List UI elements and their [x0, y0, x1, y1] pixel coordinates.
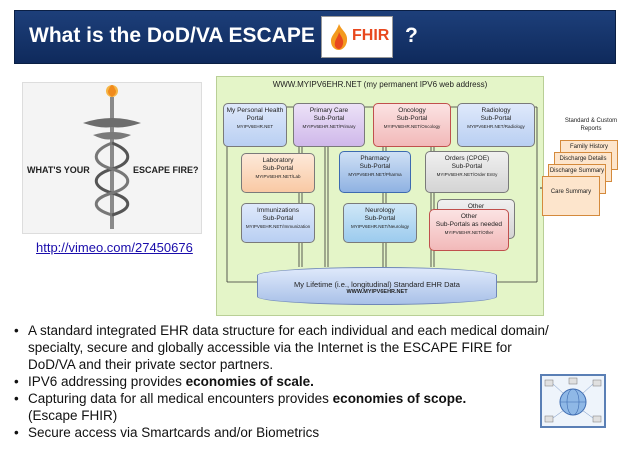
portal-sub: Sub-Portal — [262, 165, 294, 173]
portal-url: MYIPV6EHR.NET/Other — [444, 230, 494, 236]
portal-title: Pharmacy — [360, 155, 390, 162]
portal-sub: Sub-Portal — [364, 215, 396, 223]
bullet-item: IPV6 addressing provides economies of sc… — [12, 373, 552, 390]
bullet-text: IPV6 addressing provides — [28, 374, 186, 389]
ehr-data-store: My Lifetime (i.e., longitudinal) Standar… — [257, 267, 497, 305]
portal-title: Orders (CPOE) — [444, 155, 490, 162]
vimeo-link[interactable]: http://vimeo.com/27450676 — [36, 240, 193, 255]
other-subportals: Other Sub-Portals as needed MYIPV6EHR.NE… — [429, 209, 509, 251]
bullet-text: Secure access via Smartcards and/or Biom… — [28, 425, 320, 440]
fhir-logo: FHIR — [321, 16, 393, 58]
bullet-item: Capturing data for all medical encounter… — [12, 390, 552, 424]
portal-sub: Sub-Portal — [262, 215, 294, 223]
title-question-mark: ? — [405, 24, 418, 47]
report-label: Family History — [569, 144, 608, 150]
portal-title: Immunizations — [257, 207, 299, 214]
flame-icon — [331, 24, 348, 50]
architecture-diagram: WWW.MYIPV6EHR.NET (my permanent IPV6 web… — [216, 76, 544, 316]
back-box-label: Other — [467, 203, 485, 210]
portal-title: Primary Care — [309, 107, 349, 114]
globe-icon — [542, 376, 604, 426]
portal-url: MYIPV6EHR.NET/Oncology — [383, 124, 441, 130]
portal-title: Other — [460, 213, 478, 220]
portal-sub: Sub-Portal — [396, 115, 428, 123]
escape-fire-poster: WHAT'S YOUR ESCAPE FIRE? — [22, 82, 202, 234]
portal-title: Radiology — [481, 107, 511, 114]
laboratory-subportal: Laboratory Sub-Portal MYIPV6EHR.NET/Lab — [241, 153, 315, 193]
bullet-emphasis: economies of scope. — [332, 391, 467, 406]
poster-text-right: ESCAPE FIRE? — [133, 165, 199, 175]
bullet-emphasis: economies of scale. — [185, 374, 314, 389]
portal-url: MYIPV6EHR.NET/Primary — [302, 124, 356, 130]
pharmacy-subportal: Pharmacy Sub-Portal MYIPV6EHR.NET/Pharma — [339, 151, 411, 193]
portal-url: MYIPV6EHR.NET/Pharma — [348, 172, 402, 178]
portal-sub: Sub-Portal — [480, 115, 512, 123]
portal-url: MYIPV6EHR.NET — [236, 124, 274, 130]
data-store-label: My Lifetime (i.e., longitudinal) Standar… — [294, 280, 460, 289]
primary-care-subportal: Primary Care Sub-Portal MYIPV6EHR.NET/Pr… — [293, 103, 365, 147]
poster-text-left: WHAT'S YOUR — [27, 165, 90, 175]
title-banner: What is the DoD/VA ESCAPE FHIR ? — [14, 10, 616, 64]
portal-url: MYIPV6EHR.NET/Immunization — [245, 224, 311, 230]
portal-url: MYIPV6EHR.NET/Order Entry — [436, 172, 498, 178]
portal-url: MYIPV6EHR.NET/Radiology — [467, 124, 525, 130]
personal-health-portal: My Personal Health Portal MYIPV6EHR.NET — [223, 103, 287, 147]
portal-title: Neurology — [365, 207, 395, 214]
portal-title: Laboratory — [262, 157, 294, 164]
bullet-subtext: (Escape FHIR) — [28, 408, 118, 423]
oncology-subportal: Oncology Sub-Portal MYIPV6EHR.NET/Oncolo… — [373, 103, 451, 147]
bullet-text: A standard integrated EHR data structure… — [28, 323, 549, 372]
portal-sub: Sub-Portal — [313, 115, 345, 123]
report-label: Discharge Details — [559, 156, 607, 162]
portal-title: My Personal Health — [226, 107, 284, 114]
bullet-item: A standard integrated EHR data structure… — [12, 322, 552, 373]
bullet-list: A standard integrated EHR data structure… — [12, 322, 552, 441]
report-care-summary: Care Summary — [542, 176, 600, 216]
report-label: Care Summary — [550, 189, 592, 195]
neurology-subportal: Neurology Sub-Portal MYIPV6EHR.NET/Neuro… — [343, 203, 417, 243]
diagram-header: WWW.MYIPV6EHR.NET (my permanent IPV6 web… — [272, 80, 488, 89]
portal-sub: Portal — [246, 115, 264, 123]
portal-sub: Sub-Portal — [451, 163, 483, 171]
bullet-text: Capturing data for all medical encounter… — [28, 391, 333, 406]
portal-url: MYIPV6EHR.NET/Neurology — [350, 224, 410, 230]
data-store-url: WWW.MYIPV6EHR.NET — [346, 289, 408, 295]
portal-sub: Sub-Portals as needed — [435, 221, 503, 229]
reports-title: Standard & Custom Reports — [564, 118, 618, 132]
radiology-subportal: Radiology Sub-Portal MYIPV6EHR.NET/Radio… — [457, 103, 535, 147]
fhir-logo-text: FHIR — [352, 27, 390, 44]
slide-title: What is the DoD/VA ESCAPE — [29, 24, 315, 47]
immunizations-subportal: Immunizations Sub-Portal MYIPV6EHR.NET/I… — [241, 203, 315, 243]
orders-cpoe-subportal: Orders (CPOE) Sub-Portal MYIPV6EHR.NET/O… — [425, 151, 509, 193]
caduceus-icon — [83, 85, 141, 229]
portal-url: MYIPV6EHR.NET/Lab — [255, 174, 301, 180]
bullet-item: Secure access via Smartcards and/or Biom… — [12, 424, 552, 441]
report-label: Discharge Summary — [549, 168, 605, 174]
portal-title: Oncology — [398, 107, 426, 114]
portal-sub: Sub-Portal — [359, 163, 391, 171]
network-globe-image — [540, 374, 606, 428]
